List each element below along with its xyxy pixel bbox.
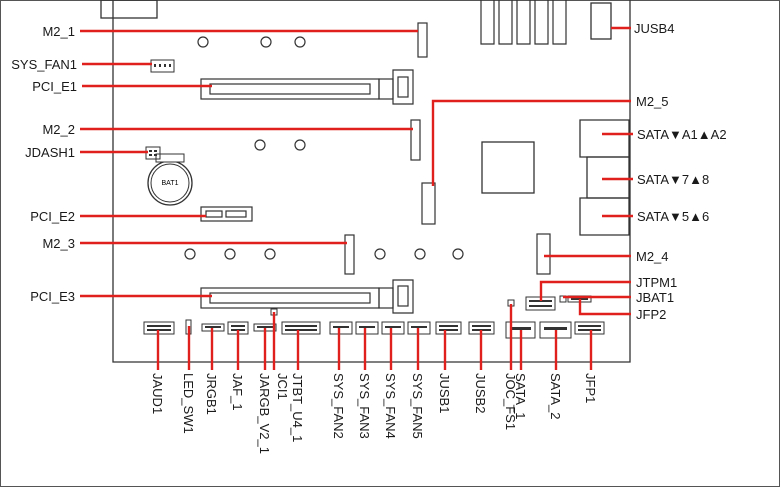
label-jaud1: JAUD1 [150,373,165,414]
label-jci1: JCI1 [275,373,290,400]
label-m2-4: M2_4 [636,249,669,264]
label-sys-fan3: SYS_FAN3 [357,373,372,439]
top-heatsink [480,0,567,45]
label-jdash1: JDASH1 [25,145,75,160]
bottom-labels: JAUD1 LED_SW1 JRGB1 JAF_1 JARGB_V2_1 JCI… [150,373,598,454]
label-m2-2: M2_2 [42,122,75,137]
label-jtpm1: JTPM1 [636,275,677,290]
label-pci-e2: PCI_E2 [30,209,75,224]
leader-lines [80,26,633,370]
label-pci-e1: PCI_E1 [32,79,77,94]
label-sata-1: SATA_1 [513,373,528,419]
label-sata-a1a2: SATA▼A1▲A2 [637,127,727,142]
header-pins [147,64,601,331]
battery-bat1: BAT1 [147,153,193,206]
label-sys-fan5: SYS_FAN5 [410,373,425,439]
label-jusb1: JUSB1 [437,373,452,413]
label-sys-fan4: SYS_FAN4 [383,373,398,439]
label-jaf-1: JAF_1 [230,373,245,411]
m2-slots [344,22,551,275]
label-m2-5: M2_5 [636,94,669,109]
label-pci-e3: PCI_E3 [30,289,75,304]
label-sata-2: SATA_2 [548,373,563,419]
chipset-area [481,119,630,236]
label-sata-7-8: SATA▼7▲8 [637,172,709,187]
label-jtbt-u4-1: JTBT_U4_1 [290,373,305,442]
label-jusb4: JUSB4 [634,21,674,36]
label-sys-fan1: SYS_FAN1 [11,57,77,72]
label-jrgb1: JRGB1 [204,373,219,415]
pcie-slots [200,69,414,314]
label-joc-fs1: JOC_FS1 [503,373,518,430]
label-jargb-v2-1: JARGB_V2_1 [257,373,272,454]
battery-label: BAT1 [162,180,179,187]
mounting-holes [184,36,464,260]
board-outline [100,0,631,363]
label-jfp1: JFP1 [583,373,598,403]
label-sys-fan2: SYS_FAN2 [331,373,346,439]
label-jusb2: JUSB2 [473,373,488,413]
label-m2-1: M2_1 [42,24,75,39]
label-sata-5-6: SATA▼5▲6 [637,209,709,224]
label-jfp2: JFP2 [636,307,666,322]
label-jbat1: JBAT1 [636,290,674,305]
label-led-sw1: LED_SW1 [181,373,196,434]
label-m2-3: M2_3 [42,236,75,251]
